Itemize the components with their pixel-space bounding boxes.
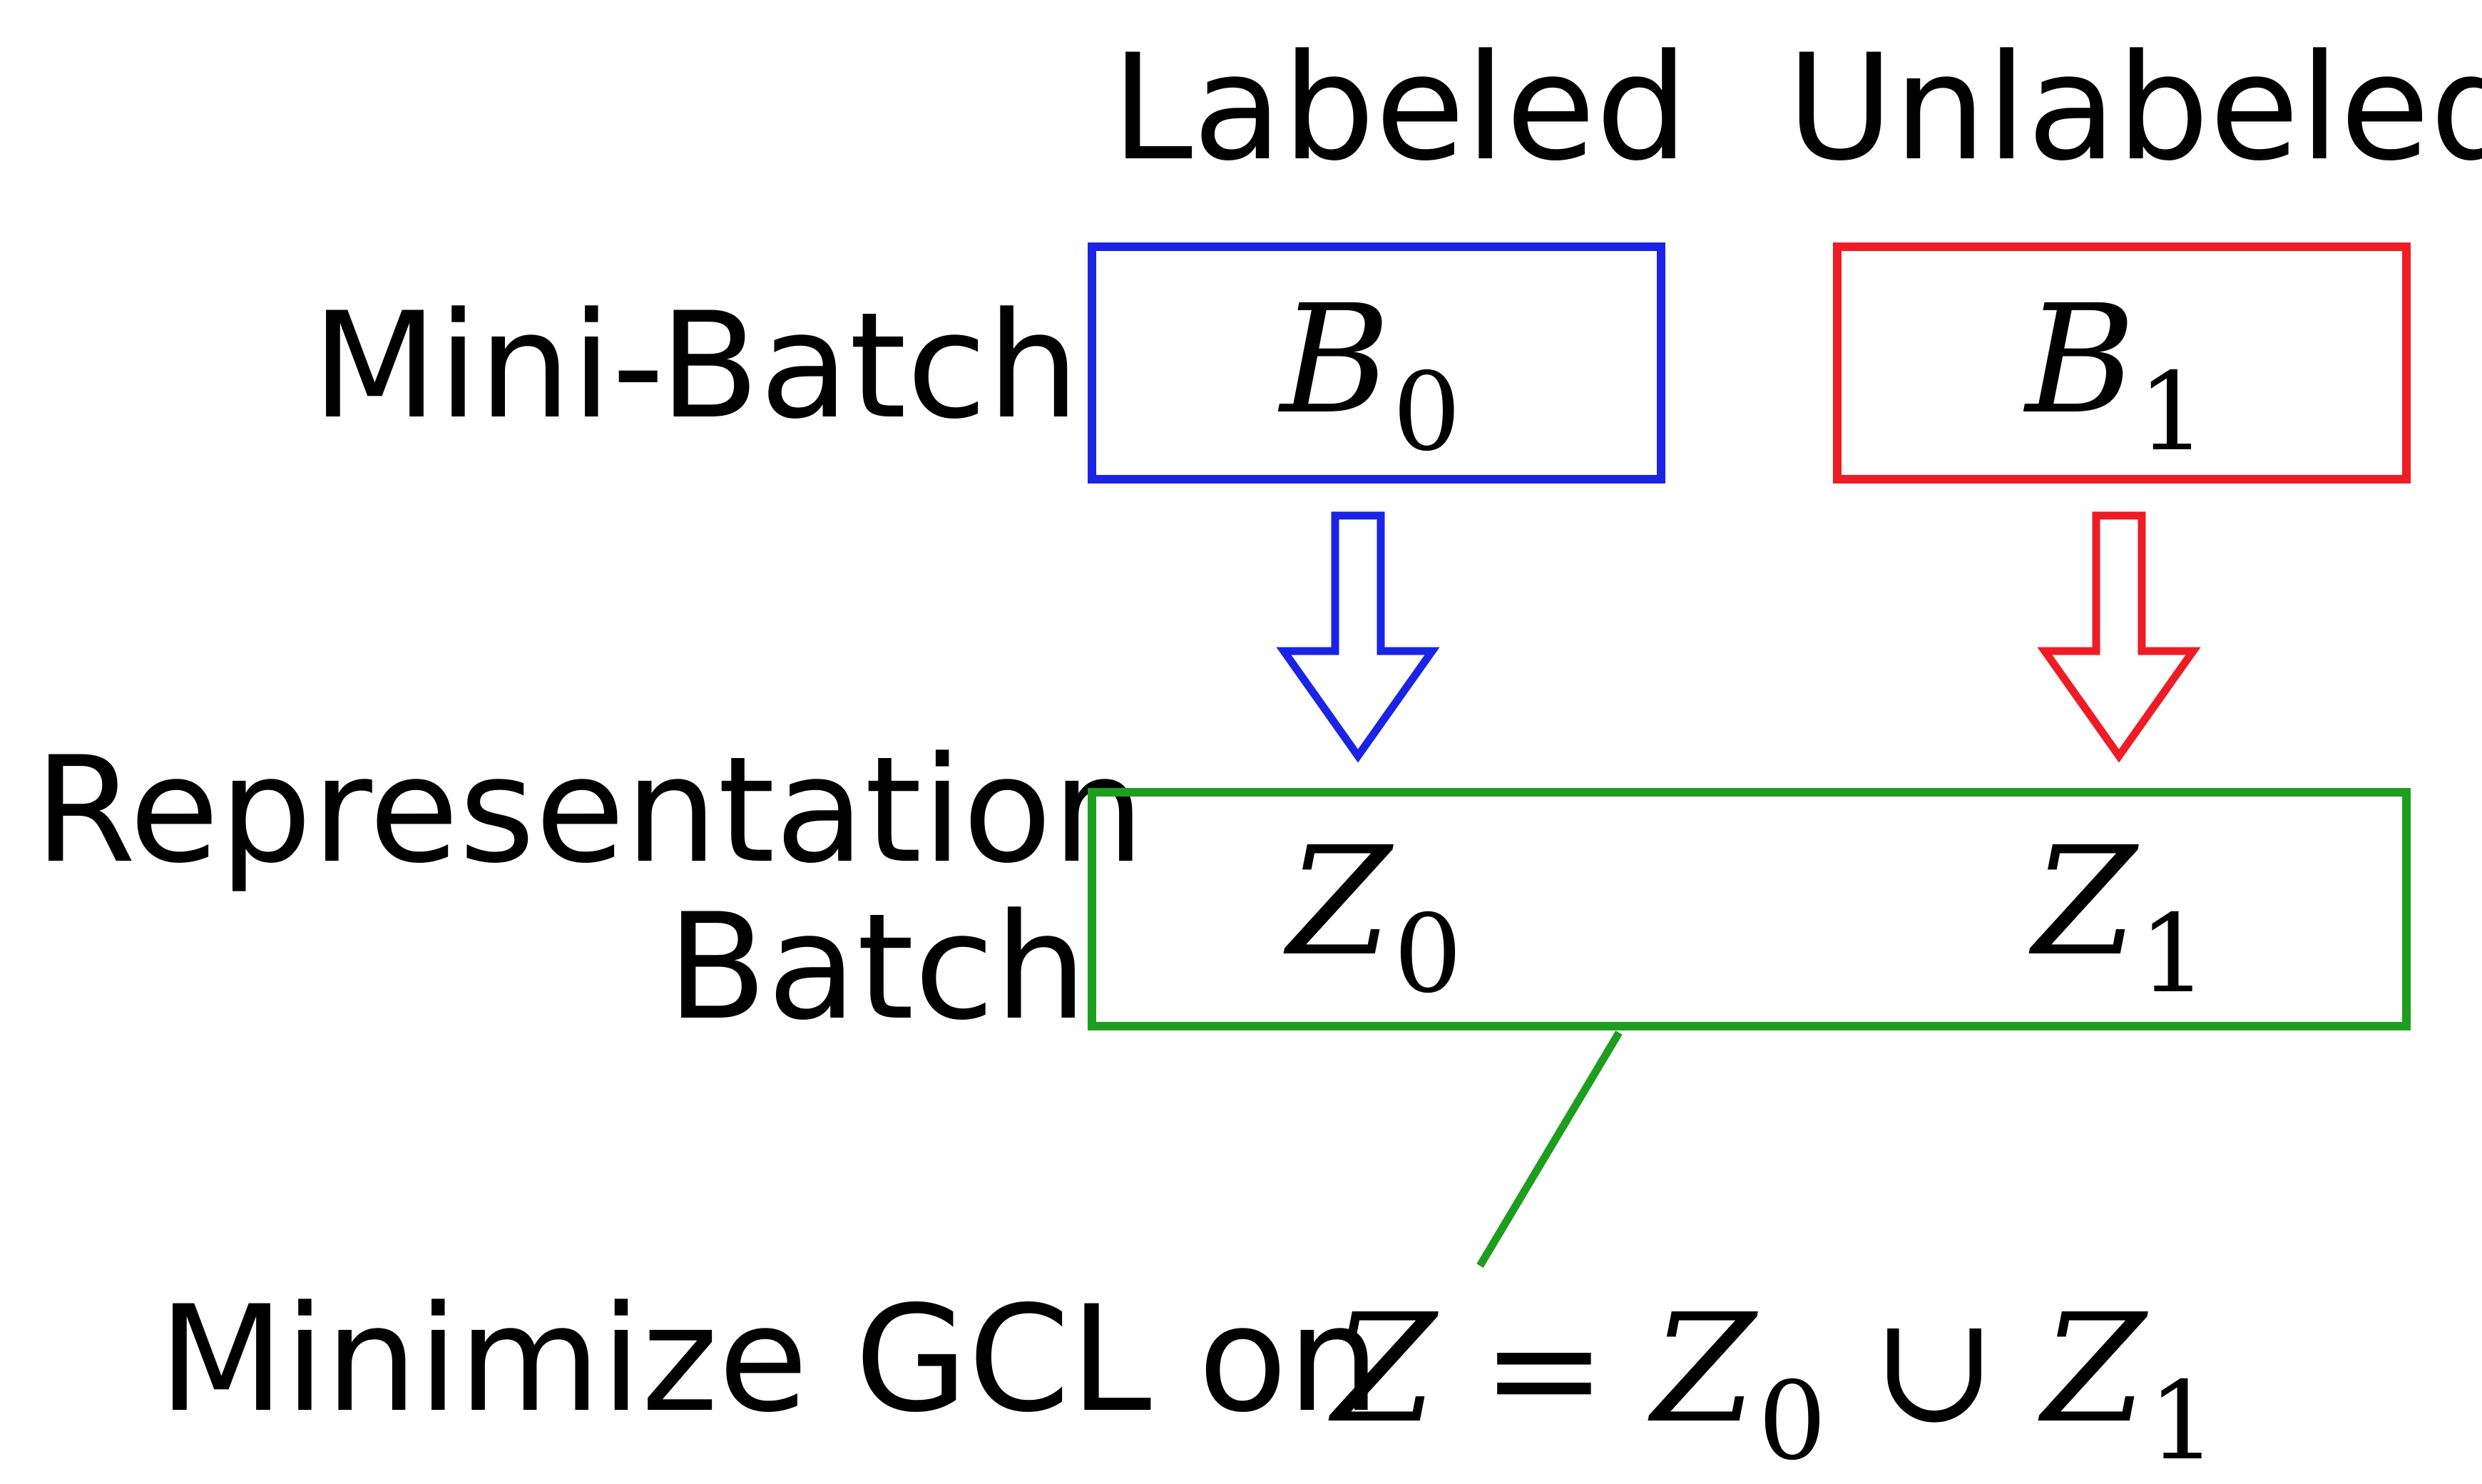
- row-label-batch: Batch: [667, 883, 1088, 1053]
- labeled-batch-symbol: B0: [1280, 285, 1461, 466]
- unlabeled-batch-symbol-subscript: 1: [2138, 349, 2207, 475]
- labeled-down-arrow: [1276, 511, 1440, 763]
- unlabeled-representation-symbol-subscript: 1: [2138, 891, 2208, 1017]
- labeled-batch-symbol-subscript: 0: [1392, 349, 1461, 475]
- footer-equation: Z=Z0∪Z1: [1332, 1294, 2217, 1475]
- equation-lhs: Z: [1332, 1281, 1436, 1456]
- equation-z0-subscript: 0: [1757, 1358, 1827, 1484]
- equation-z1-base: Z: [2042, 1281, 2146, 1456]
- unlabeled-down-arrow: [2037, 511, 2201, 763]
- labeled-batch-symbol-base: B: [1280, 272, 1391, 447]
- unlabeled-mini-batch-box: [1833, 242, 2411, 483]
- labeled-representation-symbol-base: Z: [1287, 814, 1391, 989]
- row-label-mini-batch: Mini-Batch: [312, 282, 1080, 451]
- unlabeled-batch-symbol: B1: [2026, 285, 2207, 466]
- gcl-connector-line: [1476, 1030, 1623, 1268]
- column-header-unlabeled: Unlabeled: [1787, 24, 2482, 193]
- equation-z0-base: Z: [1651, 1281, 1756, 1456]
- equation-z1-subscript: 1: [2148, 1358, 2217, 1484]
- labeled-representation-symbol-subscript: 0: [1393, 891, 1463, 1017]
- column-header-labeled: Labeled: [1111, 24, 1689, 193]
- labeled-representation-symbol: Z0: [1287, 827, 1462, 1008]
- labeled-mini-batch-box: [1088, 242, 1665, 483]
- unlabeled-batch-symbol-base: B: [2026, 272, 2136, 447]
- unlabeled-representation-symbol-base: Z: [2033, 814, 2137, 989]
- equation-union: ∪: [1871, 1281, 1997, 1456]
- equation-equals: =: [1481, 1281, 1607, 1456]
- row-label-representation: Representation: [34, 726, 1145, 896]
- unlabeled-representation-symbol: Z1: [2033, 827, 2207, 1008]
- representation-batch-box: [1088, 788, 2411, 1030]
- footer-minimize-text: Minimize GCL on: [158, 1275, 1380, 1445]
